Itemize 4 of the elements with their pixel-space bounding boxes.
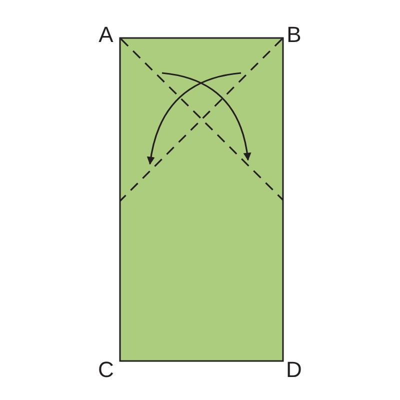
corner-label: B	[286, 24, 302, 46]
corner-label: C	[98, 359, 114, 381]
corner-label: D	[286, 359, 302, 381]
corner-label: A	[98, 24, 114, 46]
